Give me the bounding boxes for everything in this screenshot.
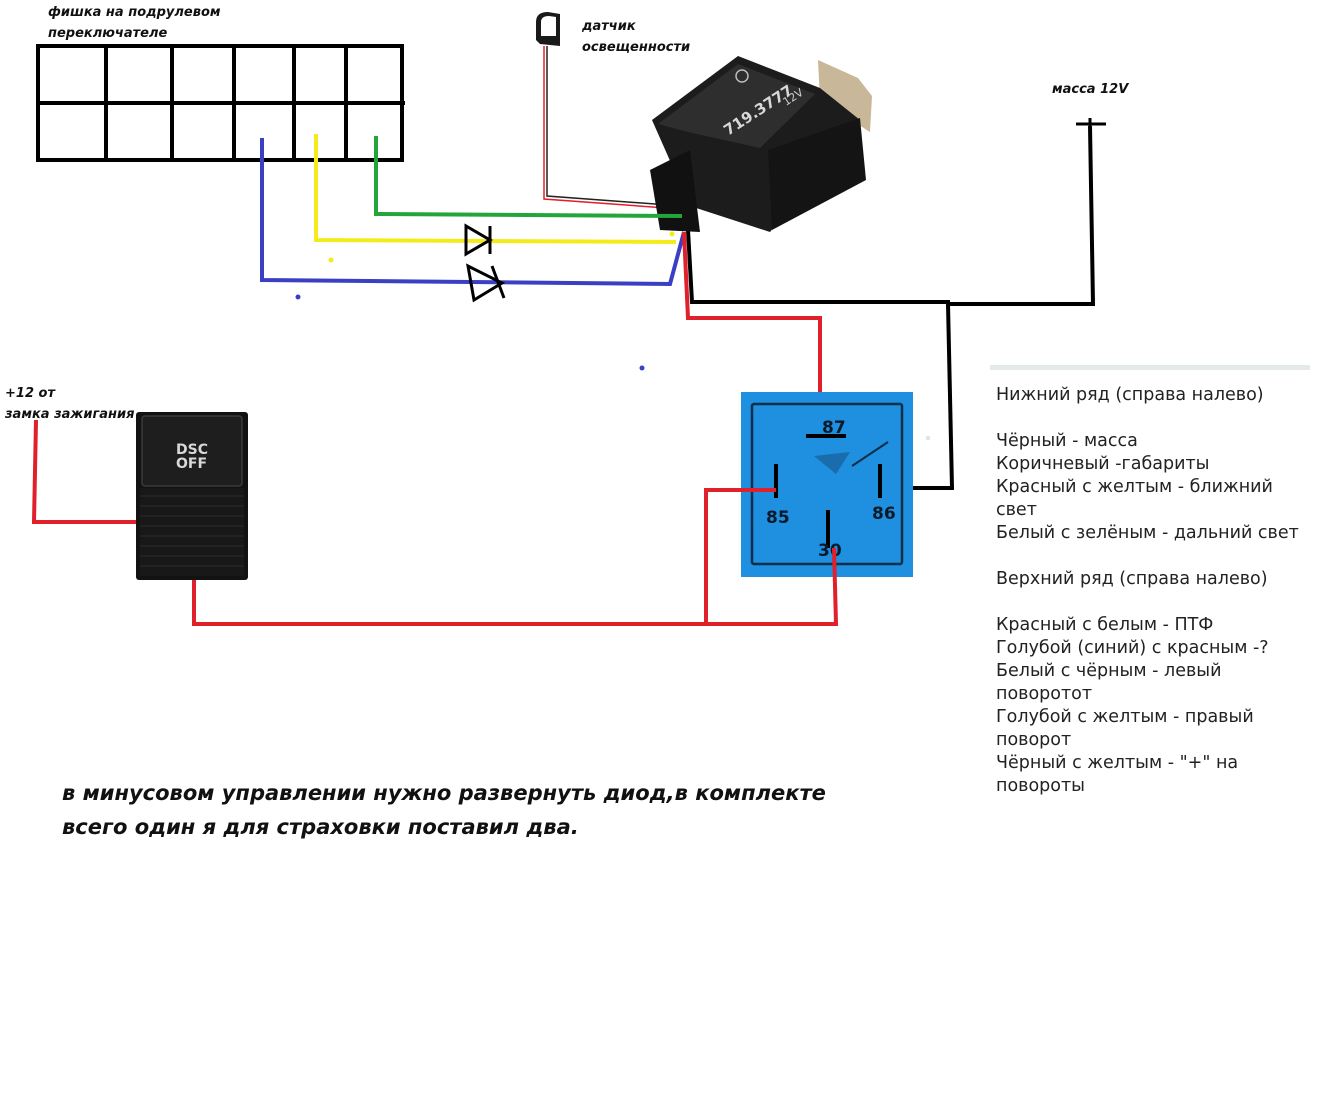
note-line2: всего один я для страховки поставил два.	[62, 815, 579, 839]
legend-line: Нижний ряд (справа налево)	[996, 385, 1264, 405]
relay-pin-86: 86	[872, 504, 896, 524]
sensor-wire-black	[546, 46, 683, 207]
dsc-off-switch: DSC OFF	[136, 412, 248, 580]
wire-red-85	[704, 488, 776, 624]
legend-line: Красный с желтым - ближний	[996, 477, 1273, 497]
wire-black-module	[686, 229, 950, 304]
connector-label-line1: фишка на подрулевом	[48, 5, 221, 20]
legend-line: Верхний ряд (справа налево)	[996, 569, 1268, 589]
wire-blue	[260, 138, 686, 287]
sensor-wire-red	[543, 46, 681, 210]
legend-line: Коричневый -габариты	[996, 454, 1210, 474]
wire-yellow	[314, 134, 677, 244]
switch-connector	[36, 44, 405, 162]
legend-line	[996, 545, 1310, 568]
legend-line: Чёрный с желтым - "+" на	[996, 753, 1239, 773]
ignition-label-line2: замка зажигания	[4, 407, 134, 422]
sensor-label-line1: датчик	[581, 19, 637, 34]
legend-line: поворотот	[996, 684, 1093, 704]
legend-line: Голубой (синий) с красным -?	[996, 638, 1269, 658]
ignition-label-line1: +12 от	[5, 386, 56, 401]
legend-line: свет	[996, 500, 1037, 520]
relay-pin-30: 30	[818, 541, 842, 561]
light-sensor-icon	[536, 12, 560, 46]
wire-red-switch-30	[192, 547, 839, 626]
diode-1-icon	[464, 223, 493, 257]
sensor-label-line2: освещенности	[582, 40, 690, 55]
diode-2-icon	[466, 263, 506, 303]
diode-note: в минусовом управлении нужно развернуть …	[62, 776, 882, 844]
dsc-text-line2: OFF	[176, 456, 207, 472]
light-control-module: 719.3777 12V	[650, 56, 872, 232]
relay: 87 85 86 30	[741, 392, 930, 577]
relay-pin-87: 87	[822, 418, 846, 438]
legend-line: Белый с чёрным - левый	[996, 661, 1222, 681]
legend-line: Белый с зелёным - дальний свет	[996, 523, 1299, 543]
legend-line: повороты	[996, 776, 1085, 796]
wire-green	[374, 136, 683, 218]
wire-red-module-87	[682, 231, 822, 428]
relay-pin-85: 85	[766, 508, 790, 528]
legend-divider	[990, 365, 1310, 370]
legend-line	[996, 407, 1310, 430]
note-line1: в минусовом управлении нужно развернуть …	[62, 781, 826, 805]
ground-symbol-icon	[1076, 118, 1106, 126]
legend-line: Чёрный - масса	[996, 431, 1138, 451]
dsc-text-line1: DSC	[176, 442, 208, 458]
legend-line: Голубой с желтым - правый	[996, 707, 1254, 727]
pinout-legend: Нижний ряд (справа налево) Чёрный - масс…	[990, 365, 1310, 798]
ground-label: масса 12V	[1052, 82, 1129, 97]
connector-label-line2: переключателе	[48, 26, 167, 41]
legend-line	[996, 591, 1310, 614]
legend-line: Красный с белым - ПТФ	[996, 615, 1214, 635]
wire-red-ignition	[31, 419, 136, 524]
legend-line: поворот	[996, 730, 1072, 750]
